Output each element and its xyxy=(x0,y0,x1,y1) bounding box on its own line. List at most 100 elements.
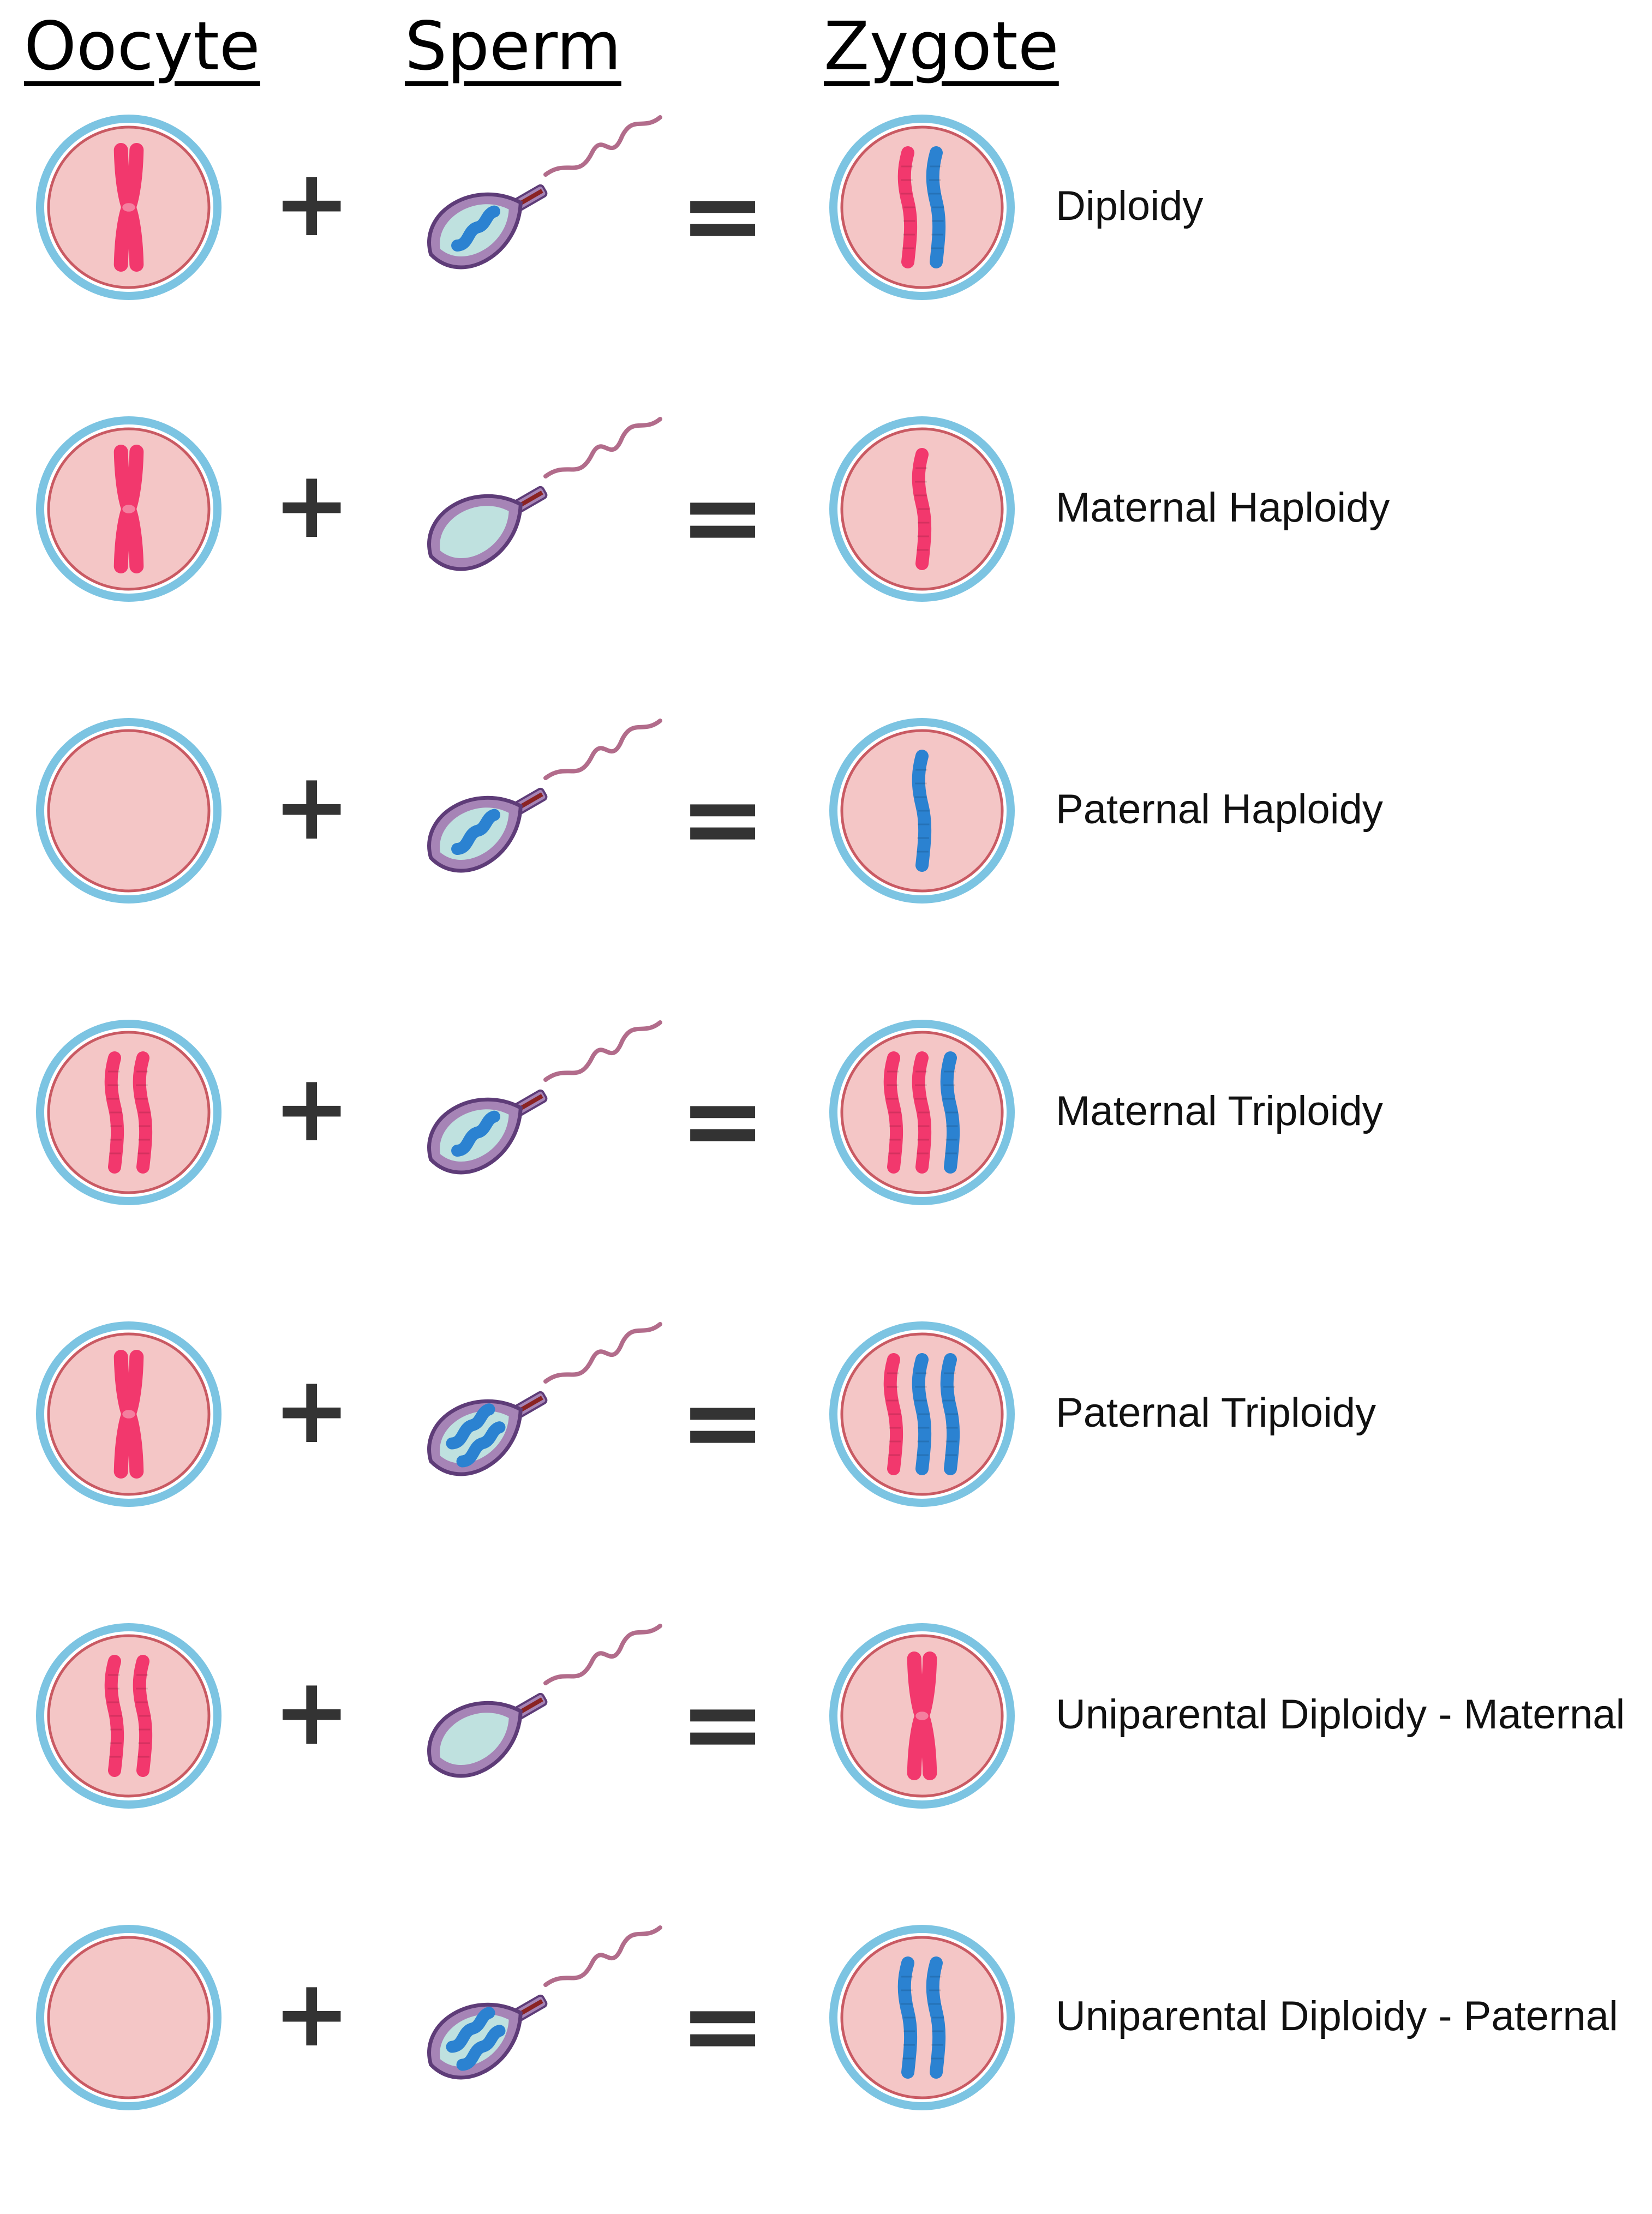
flagellum xyxy=(543,719,662,780)
flagellum xyxy=(543,1322,662,1384)
sperm xyxy=(404,1020,677,1208)
sperm xyxy=(404,1623,677,1811)
sperm-nucleus xyxy=(440,2014,509,2067)
equals-sign: = xyxy=(679,758,767,879)
equals-sign: = xyxy=(679,457,767,577)
zygote xyxy=(824,411,1020,610)
row-label: Uniparental Diploidy - Maternal xyxy=(1056,1691,1625,1738)
diagram-row: + = Uniparental Diploidy - Maternal xyxy=(0,1618,1652,1912)
diagram-row: + = Diploidy xyxy=(0,109,1652,404)
maternal-chromosome xyxy=(113,1350,144,1479)
zygote xyxy=(824,1618,1020,1817)
zygote-cytoplasm xyxy=(840,125,1004,289)
zygote xyxy=(824,109,1020,308)
maternal-chromosome xyxy=(883,1353,903,1475)
maternal-chromosome xyxy=(113,143,144,272)
oocyte-cell xyxy=(36,115,222,300)
equals-sign: = xyxy=(679,1060,767,1181)
flagellum xyxy=(543,1925,662,1987)
oocyte-cytoplasm xyxy=(47,729,211,893)
paternal-chromosome xyxy=(451,205,500,252)
sperm-cell xyxy=(427,417,662,571)
zygote-cell xyxy=(829,1020,1015,1205)
equals-sign: = xyxy=(679,1664,767,1784)
equals-sign: = xyxy=(679,1965,767,2086)
zygote-cell xyxy=(829,1321,1015,1507)
equals-sign: = xyxy=(679,155,767,276)
zygote-cell xyxy=(829,416,1015,602)
paternal-chromosome xyxy=(446,2007,495,2053)
paternal-chromosome xyxy=(897,1956,918,2079)
paternal-chromosome xyxy=(912,750,932,872)
zygote-cell xyxy=(829,718,1015,903)
plus-sign: + xyxy=(273,1658,351,1766)
sperm xyxy=(404,1321,677,1510)
sperm-cell xyxy=(427,1322,662,1476)
sperm-nucleus xyxy=(440,506,509,559)
paternal-chromosome xyxy=(926,146,946,268)
diagram-row: + = Maternal Triploidy xyxy=(0,1014,1652,1309)
paternal-chromosome xyxy=(446,1403,495,1450)
row-label: Paternal Haploidy xyxy=(1056,786,1383,833)
oocyte xyxy=(31,1316,227,1515)
sperm-nucleus xyxy=(440,1713,509,1766)
row-label: Uniparental Diploidy - Paternal xyxy=(1056,1993,1618,2039)
maternal-chromosome xyxy=(104,1051,124,1174)
oocyte xyxy=(31,1618,227,1817)
oocyte xyxy=(31,411,227,610)
plus-sign: + xyxy=(273,1055,351,1163)
maternal-chromosome xyxy=(912,1051,932,1174)
oocyte-cytoplasm xyxy=(47,1031,211,1194)
row-label: Paternal Triploidy xyxy=(1056,1390,1376,1436)
zygote xyxy=(824,1919,1020,2119)
paternal-chromosome xyxy=(926,1956,946,2079)
flagellum xyxy=(543,1020,662,1082)
diagram-row: + = Paternal Haploidy xyxy=(0,713,1652,1007)
sperm-cell xyxy=(427,1624,662,1778)
sperm-cell xyxy=(427,1020,662,1175)
maternal-chromosome xyxy=(113,445,144,573)
oocyte-cell xyxy=(36,1321,222,1507)
oocyte-cytoplasm xyxy=(47,1936,211,2099)
sperm xyxy=(404,416,677,605)
maternal-chromosome xyxy=(104,1655,124,1777)
ploidy-diagram: Oocyte Sperm Zygote +=Diploidy+=Maternal… xyxy=(0,8,1652,2119)
sperm xyxy=(404,115,677,303)
oocyte xyxy=(31,1919,227,2119)
paternal-chromosome xyxy=(456,1421,506,1468)
plus-sign: + xyxy=(273,1960,351,2068)
diagram-row: + = Maternal Haploidy xyxy=(0,411,1652,705)
plus-sign: + xyxy=(273,753,351,861)
sperm xyxy=(404,1925,677,2113)
paternal-chromosome xyxy=(451,1110,500,1157)
zygote-cell xyxy=(829,1623,1015,1809)
zygote-cell xyxy=(829,1925,1015,2110)
sperm-cell xyxy=(427,115,662,270)
oocyte xyxy=(31,109,227,308)
equals-sign: = xyxy=(679,1362,767,1482)
header-oocyte: Oocyte xyxy=(24,8,260,85)
oocyte-cell xyxy=(36,1020,222,1205)
maternal-chromosome xyxy=(897,146,918,268)
oocyte-cell xyxy=(36,1925,222,2110)
maternal-chromosome xyxy=(883,1051,903,1174)
plus-sign: + xyxy=(273,451,351,559)
flagellum xyxy=(543,417,662,478)
zygote-cytoplasm xyxy=(840,1936,1004,2099)
paternal-chromosome xyxy=(912,1353,932,1475)
sperm-cell xyxy=(427,719,662,873)
diagram-row: + = Paternal Triploidy xyxy=(0,1316,1652,1611)
sperm-nucleus xyxy=(440,1411,509,1464)
maternal-chromosome xyxy=(907,1651,937,1780)
row-label: Maternal Haploidy xyxy=(1056,484,1390,531)
row-label: Diploidy xyxy=(1056,183,1204,229)
plus-sign: + xyxy=(273,149,351,258)
sperm xyxy=(404,718,677,906)
oocyte-cell xyxy=(36,718,222,903)
plus-sign: + xyxy=(273,1356,351,1464)
paternal-chromosome xyxy=(940,1051,960,1174)
oocyte-cell xyxy=(36,1623,222,1809)
row-label: Maternal Triploidy xyxy=(1056,1088,1383,1134)
flagellum xyxy=(543,1624,662,1685)
header-zygote: Zygote xyxy=(824,8,1059,85)
